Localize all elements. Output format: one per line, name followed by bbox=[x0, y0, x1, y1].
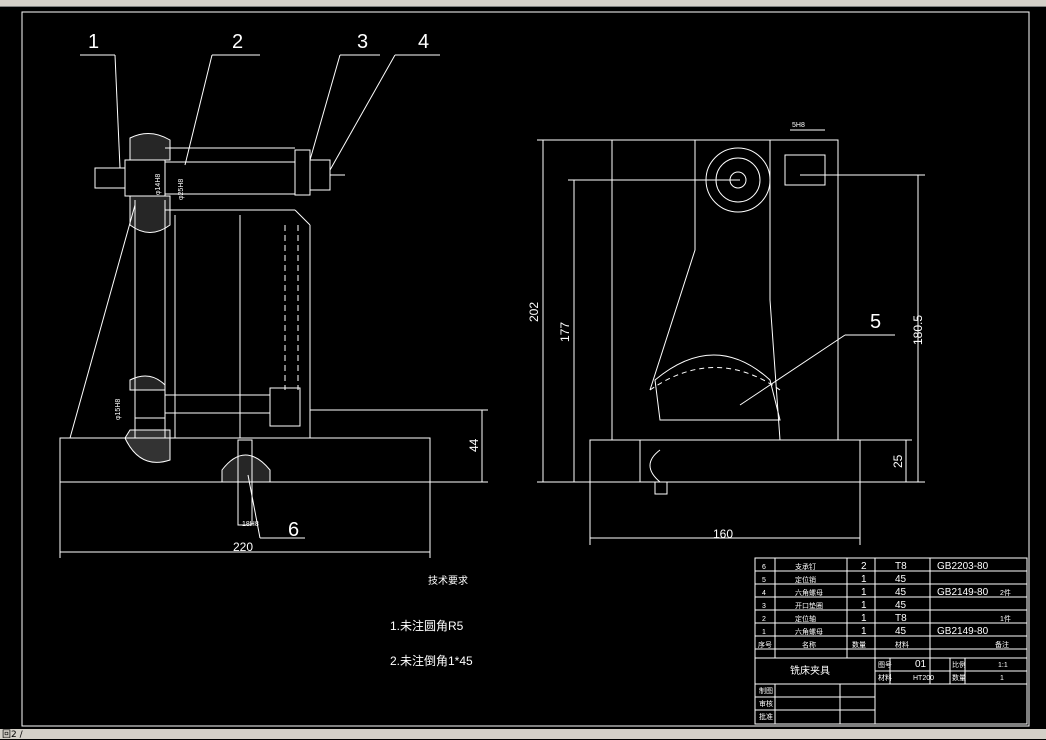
drawing-no: 01 bbox=[915, 659, 927, 670]
qty-label: 数量 bbox=[952, 673, 966, 682]
part-name: 六角螺母 bbox=[795, 627, 823, 636]
part-name: 支承钉 bbox=[795, 562, 816, 571]
part-qty: 1 bbox=[861, 613, 867, 624]
dim-phi14: φ14H8 bbox=[155, 174, 162, 195]
balloon-5: 5 bbox=[870, 311, 881, 333]
dim-18: 18H8 bbox=[242, 521, 259, 528]
header-material: 材料 bbox=[895, 640, 909, 649]
dim-202: 202 bbox=[527, 302, 541, 322]
balloon-4: 4 bbox=[418, 31, 429, 53]
tech-req-item-2: 2.未注倒角1*45 bbox=[390, 653, 473, 668]
balloon-2: 2 bbox=[232, 31, 243, 53]
checked-label: 审核 bbox=[759, 699, 773, 708]
drawn-label: 制图 bbox=[759, 686, 773, 695]
header-no: 序号 bbox=[758, 640, 772, 649]
header-name: 名称 bbox=[802, 640, 816, 649]
scale: 1:1 bbox=[998, 662, 1008, 669]
part-material: 45 bbox=[895, 626, 907, 637]
side-view bbox=[589, 139, 861, 495]
dim-phi25: φ25H8 bbox=[178, 179, 185, 200]
balloon-6: 6 bbox=[288, 519, 299, 541]
tech-req-title: 技术要求 bbox=[428, 574, 468, 587]
part-no: 2 bbox=[762, 616, 766, 623]
part-material: 45 bbox=[895, 587, 907, 598]
balloon-leaders bbox=[80, 54, 895, 539]
part-qty: 2 bbox=[861, 561, 867, 572]
part-std: GB2149-80 bbox=[937, 587, 989, 598]
part-name: 定位销 bbox=[795, 575, 816, 584]
part-qty: 1 bbox=[861, 626, 867, 637]
part-std: GB2149-80 bbox=[937, 626, 989, 637]
dim-160: 160 bbox=[713, 527, 733, 541]
title-block: 铣床夹具 图号 01 比例 1:1 材料 HT200 数量 1 制图 审核 批准 bbox=[759, 659, 1008, 721]
part-no: 1 bbox=[762, 629, 766, 636]
part-no: 5 bbox=[762, 577, 766, 584]
dim-phi15: φ15H8 bbox=[115, 399, 122, 420]
dim-220: 220 bbox=[233, 540, 253, 554]
part-note: 1件 bbox=[1000, 614, 1011, 623]
material: HT200 bbox=[913, 675, 934, 682]
balloon-3: 3 bbox=[357, 31, 368, 53]
parts-list: 6 支承钉 2 T8 GB2203-80 5 定位销 1 45 4 六角螺母 1… bbox=[758, 561, 1011, 649]
part-no: 6 bbox=[762, 564, 766, 571]
drawing-frame bbox=[21, 11, 1030, 727]
part-name: 开口垫圈 bbox=[795, 601, 823, 610]
dim-44: 44 bbox=[467, 438, 481, 452]
part-name: 六角螺母 bbox=[795, 588, 823, 597]
part-qty: 1 bbox=[861, 587, 867, 598]
header-qty: 数量 bbox=[852, 640, 866, 649]
command-line[interactable]: 回2 / bbox=[0, 729, 1046, 740]
part-material: T8 bbox=[895, 613, 907, 624]
title-block-grid bbox=[754, 557, 1028, 725]
part-no: 3 bbox=[762, 603, 766, 610]
part-material: 45 bbox=[895, 600, 907, 611]
toolbar-strip bbox=[0, 0, 1046, 7]
scale-label: 比例 bbox=[952, 660, 966, 669]
header-note: 备注 bbox=[995, 640, 1009, 649]
approved-label: 批准 bbox=[759, 712, 773, 721]
front-view bbox=[59, 133, 431, 526]
dim-180-5: 180.5 bbox=[911, 315, 925, 345]
part-no: 4 bbox=[762, 590, 766, 597]
part-name: 定位轴 bbox=[795, 614, 816, 623]
part-qty: 1 bbox=[861, 574, 867, 585]
part-material: T8 bbox=[895, 561, 907, 572]
tech-req-item-1: 1.未注圆角R5 bbox=[390, 618, 464, 633]
dim-177: 177 bbox=[558, 322, 572, 342]
part-note: 2件 bbox=[1000, 588, 1011, 597]
side-dimensions bbox=[537, 129, 925, 545]
drawing-no-label: 图号 bbox=[878, 661, 892, 669]
material-label: 材料 bbox=[878, 673, 892, 682]
drawing-title: 铣床夹具 bbox=[790, 664, 830, 677]
part-qty: 1 bbox=[861, 600, 867, 611]
front-dimensions bbox=[59, 409, 488, 558]
part-std: GB2203-80 bbox=[937, 561, 989, 572]
dim-5h: 5H8 bbox=[792, 122, 805, 129]
dim-25: 25 bbox=[891, 454, 905, 468]
balloon-1: 1 bbox=[88, 31, 99, 53]
qty: 1 bbox=[1000, 675, 1004, 682]
status-text: 回2 / bbox=[2, 730, 23, 740]
part-material: 45 bbox=[895, 574, 907, 585]
